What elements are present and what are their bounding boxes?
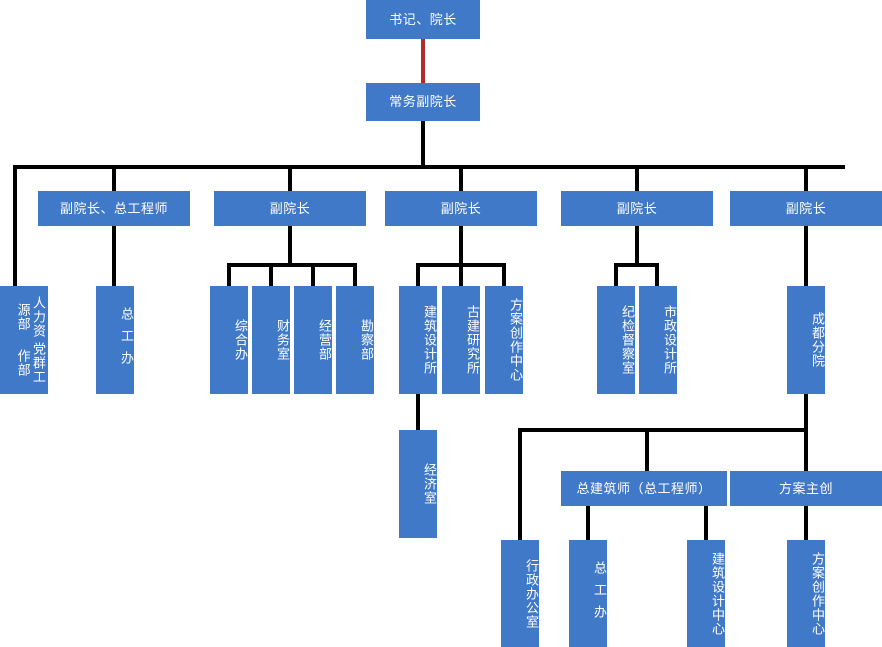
- connector-vp3-stub: [459, 225, 463, 266]
- node-chief-architect[interactable]: 总建筑师（总工程师）: [561, 471, 727, 506]
- node-architectural-design-institute[interactable]: 建筑设计所: [399, 286, 437, 394]
- node-chief-engineer-office[interactable]: 总工办: [96, 286, 134, 394]
- node-hr-label: 人力资源部: [15, 296, 46, 339]
- node-scheme-lead[interactable]: 方案主创: [730, 471, 882, 506]
- node-administrative-office[interactable]: 行政办公室: [501, 540, 539, 647]
- node-scheme-creation-center[interactable]: 方案创作中心: [485, 286, 523, 394]
- connector-vp2-drop-general-office: [227, 263, 231, 286]
- connector-bus-to-vp1: [112, 165, 116, 191]
- node-vice-president-5[interactable]: 副院长: [730, 191, 882, 226]
- connector-vp4-stub: [635, 225, 639, 266]
- connector-vp2-drop-operations-dept: [311, 263, 315, 286]
- node-branch-chief-engineer-office[interactable]: 总工办: [569, 540, 607, 647]
- connector-vp4-bus: [614, 263, 658, 267]
- node-chengdu-branch[interactable]: 成都分院: [787, 286, 825, 394]
- node-economics-office[interactable]: 经济室: [399, 430, 437, 538]
- node-architectural-design-center[interactable]: 建筑设计中心: [687, 540, 725, 647]
- node-survey-department[interactable]: 勘察部: [336, 286, 374, 394]
- node-branch-scheme-creation-center[interactable]: 方案创作中心: [787, 540, 825, 647]
- connector-chengdu-bus: [518, 428, 808, 432]
- node-vice-president-3[interactable]: 副院长: [385, 191, 537, 226]
- node-municipal-design-institute[interactable]: 市政设计所: [639, 286, 677, 394]
- connector-vp3-drop-ancient-arch: [459, 263, 463, 286]
- connector-vp3-drop-scheme-center: [502, 263, 506, 286]
- connector-vp2-drop-survey-dept: [353, 263, 357, 286]
- node-root[interactable]: 书记、院长: [366, 0, 480, 39]
- connector-bus-to-vp4: [635, 165, 639, 191]
- node-executive-vice-president[interactable]: 常务副院长: [366, 83, 480, 121]
- connector-vp2-stub: [288, 225, 292, 266]
- node-vice-president-4[interactable]: 副院长: [561, 191, 713, 226]
- node-finance-office[interactable]: 财务室: [252, 286, 290, 394]
- node-hr-and-party-affairs[interactable]: 人力资源部 党群工作部: [0, 286, 48, 394]
- connector-chief-architect-to-arch-design-center: [704, 506, 708, 541]
- connector-chengdu-drop-chief-architect: [645, 428, 649, 472]
- connector-executive-stub: [421, 119, 425, 168]
- connector-scheme-lead-to-branch-scheme-center: [804, 506, 808, 541]
- connector-arch-institute-to-economics-office: [416, 394, 420, 431]
- node-ancient-architecture-institute[interactable]: 古建研究所: [442, 286, 480, 394]
- connector-vp1-to-chief-eng-office: [112, 225, 116, 286]
- node-general-office[interactable]: 综合办: [210, 286, 248, 394]
- node-operations-department[interactable]: 经营部: [294, 286, 332, 394]
- connector-chief-architect-to-branch-chief-eng: [586, 506, 590, 541]
- connector-bus-to-vp-left-edge: [13, 165, 17, 288]
- connector-bus-to-vp3: [459, 165, 463, 191]
- connector-vp2-drop-finance-office: [269, 263, 273, 286]
- node-vice-president-chief-engineer[interactable]: 副院长、总工程师: [38, 191, 190, 226]
- connector-vp4-drop-discipline-office: [614, 263, 618, 286]
- connector-chengdu-branch-stub: [804, 394, 808, 431]
- node-vice-president-2[interactable]: 副院长: [214, 191, 366, 226]
- connector-vp5-to-chengdu-branch: [804, 225, 808, 286]
- node-discipline-inspection-office[interactable]: 纪检督察室: [597, 286, 635, 394]
- connector-vp3-drop-arch-design-institute: [416, 263, 420, 286]
- connector-vp4-drop-municipal-institute: [655, 263, 659, 286]
- connector-chengdu-drop-admin-office: [518, 428, 522, 541]
- connector-vp-bus: [13, 165, 845, 169]
- connector-bus-to-vp2: [288, 165, 292, 191]
- connector-bus-to-vp5: [804, 165, 808, 191]
- connector-vp2-bus: [227, 263, 357, 267]
- node-party-affairs-label: 党群工作部: [15, 341, 46, 384]
- connector-chengdu-drop-scheme-lead: [804, 428, 808, 472]
- connector-root-to-executive: [421, 38, 425, 85]
